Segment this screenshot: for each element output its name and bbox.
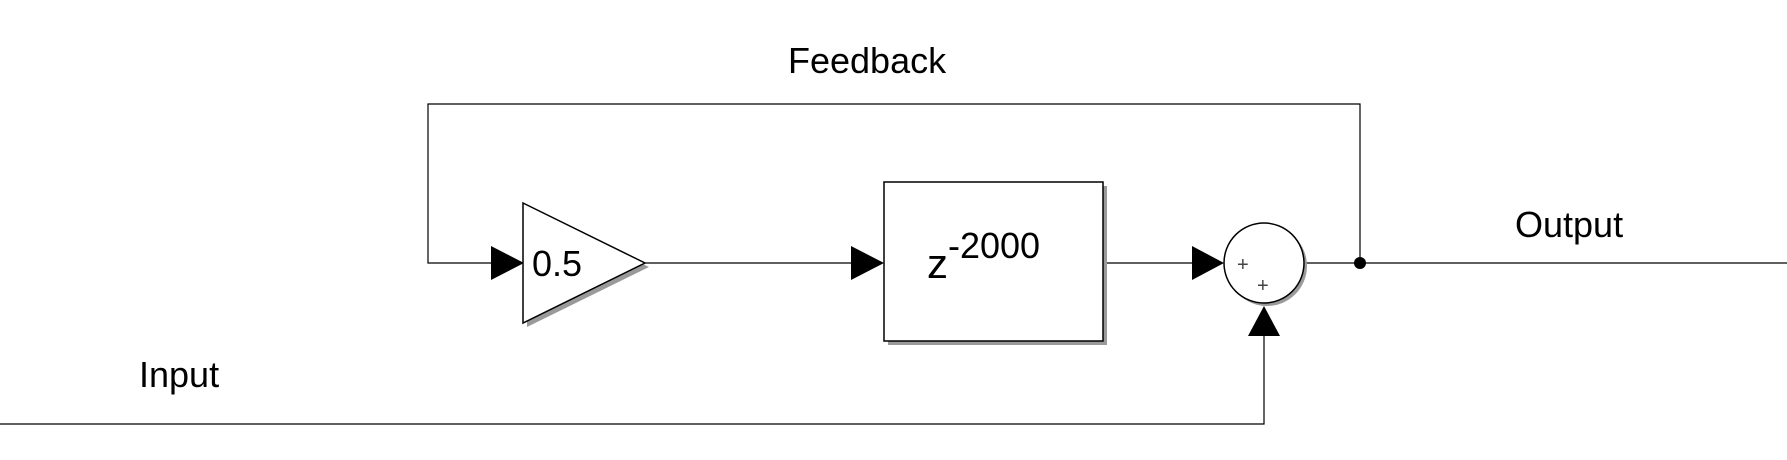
delay-exponent: -2000 [948, 225, 1040, 266]
gain-block[interactable] [522, 201, 647, 325]
feedback-wire [427, 103, 1361, 264]
input-wire [0, 330, 1265, 425]
branch-point [1354, 257, 1366, 269]
sum-input-arrowhead-left [1192, 246, 1224, 280]
sum-sign-bottom: + [1257, 275, 1269, 297]
gain-input-arrowhead [491, 246, 524, 280]
delay-expression: z-2000 [927, 225, 1040, 287]
gain-value: 0.5 [532, 243, 582, 284]
sum-sign-left: + [1237, 254, 1249, 276]
sum-input-arrowhead-bottom [1248, 306, 1280, 336]
delay-block[interactable] [883, 181, 1104, 342]
input-label: Input [139, 354, 219, 395]
output-label: Output [1515, 204, 1623, 245]
feedback-label: Feedback [788, 40, 947, 81]
delay-input-arrowhead [851, 246, 884, 280]
sum-block[interactable] [1223, 222, 1305, 304]
delay-base: z [927, 240, 948, 287]
